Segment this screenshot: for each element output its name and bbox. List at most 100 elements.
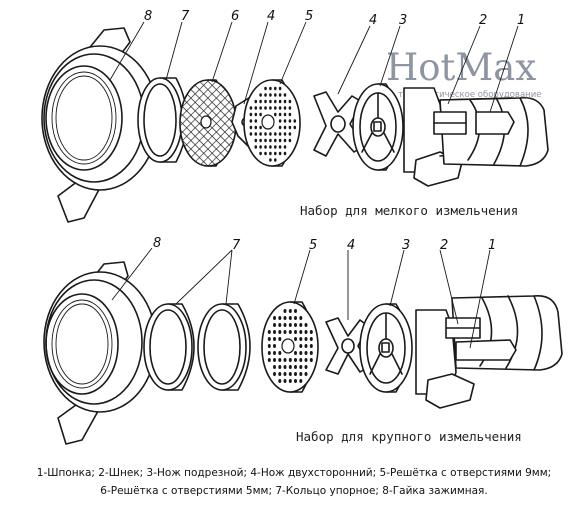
grate-hole bbox=[294, 379, 297, 383]
grate-hole bbox=[267, 330, 271, 334]
grate-hole bbox=[278, 316, 282, 320]
grate-hole bbox=[274, 106, 277, 110]
grate-hole bbox=[299, 316, 303, 320]
grate-hole bbox=[283, 125, 287, 130]
grate-hole bbox=[267, 358, 271, 362]
label-bottom-2: 7 bbox=[232, 238, 241, 253]
grate-hole bbox=[304, 344, 308, 348]
grate-hole bbox=[299, 323, 303, 327]
cutting-knife-top bbox=[352, 83, 404, 171]
grate-hole bbox=[274, 93, 277, 97]
grate-hole bbox=[294, 337, 297, 341]
grate-hole bbox=[278, 330, 282, 334]
grate-hole bbox=[264, 93, 267, 97]
grate-hole bbox=[278, 351, 282, 355]
grate-hole bbox=[294, 372, 297, 376]
grate-hole bbox=[269, 93, 272, 97]
label-bottom-7: 1 bbox=[488, 238, 496, 253]
grate-hole bbox=[274, 138, 277, 143]
grate-hole bbox=[274, 145, 277, 149]
grate-hole bbox=[278, 99, 282, 104]
grate-hole bbox=[274, 112, 277, 117]
grate-hole bbox=[274, 151, 277, 156]
grate-hole bbox=[254, 138, 258, 143]
grate-hole bbox=[283, 106, 287, 110]
grate-hole bbox=[288, 99, 292, 104]
grate-hole bbox=[267, 351, 271, 355]
grate-hole bbox=[273, 365, 276, 369]
grate-hole bbox=[254, 99, 258, 104]
grate-hole bbox=[294, 316, 297, 320]
grate-hole bbox=[294, 323, 297, 327]
label-top-8: 2 bbox=[479, 13, 487, 28]
grate-hole bbox=[283, 112, 287, 117]
fine-grate-top bbox=[179, 79, 237, 167]
grate-hole bbox=[288, 138, 292, 143]
legend-line-2: 6-Решётка с отверстиями 5мм; 7-Кольцо уп… bbox=[100, 485, 488, 497]
grate-hole bbox=[267, 344, 271, 348]
grate-hole bbox=[309, 330, 313, 334]
grate-hole bbox=[304, 365, 308, 369]
grate-hole bbox=[278, 379, 282, 383]
thrust-rings-bottom bbox=[143, 303, 251, 391]
grate-hole bbox=[264, 86, 267, 91]
grate-hole bbox=[299, 330, 303, 334]
clamping-nut-top bbox=[41, 27, 159, 223]
grate-hole bbox=[269, 138, 272, 143]
grate-hole bbox=[259, 112, 262, 117]
label-top-4: 4 bbox=[267, 9, 275, 24]
grate-hole bbox=[288, 112, 292, 117]
grate-hole bbox=[294, 309, 297, 313]
grate-hole bbox=[278, 358, 282, 362]
grate-hole bbox=[283, 358, 287, 362]
grate-hole bbox=[273, 358, 276, 362]
grate-hole bbox=[249, 112, 253, 117]
coarse-grate-bottom bbox=[261, 301, 319, 393]
grate-hole bbox=[274, 86, 277, 91]
label-top-2: 7 bbox=[181, 9, 190, 24]
grate-hole bbox=[283, 99, 287, 104]
grate-hole bbox=[288, 330, 292, 334]
grate-hole bbox=[278, 86, 282, 91]
grate-hole bbox=[288, 125, 292, 130]
grate-hole bbox=[273, 330, 276, 334]
grate-hole bbox=[278, 138, 282, 143]
grate-hole bbox=[283, 372, 287, 376]
grate-hole bbox=[273, 316, 276, 320]
grate-hole bbox=[269, 151, 272, 156]
grate-hole bbox=[264, 106, 267, 110]
label-bottom-1: 8 bbox=[153, 236, 161, 251]
grate-hole bbox=[273, 372, 276, 376]
grate-hole bbox=[269, 132, 272, 136]
top-labels: 8 7 6 4 5 4 3 2 1 bbox=[109, 9, 525, 113]
grate-holes bbox=[267, 309, 313, 383]
grate-hole bbox=[278, 365, 282, 369]
bottom-caption: Набор для крупного измельчения bbox=[296, 429, 522, 444]
watermark-logo: HotMax технологическое оборудование bbox=[386, 46, 541, 100]
cutting-knife-bottom bbox=[359, 303, 413, 393]
auger-screw-top bbox=[403, 87, 549, 187]
legend-line-1: 1-Шпонка; 2-Шнек; 3-Нож подрезной; 4-Нож… bbox=[36, 467, 552, 479]
label-bottom-6: 2 bbox=[440, 238, 448, 253]
grate-hole bbox=[278, 151, 282, 156]
grate-hole bbox=[288, 358, 292, 362]
grate-hole bbox=[283, 138, 287, 143]
grate-hole bbox=[278, 119, 282, 123]
grate-hole bbox=[288, 323, 292, 327]
grate-hole bbox=[299, 372, 303, 376]
grate-hole bbox=[304, 330, 308, 334]
grate-hole bbox=[273, 337, 276, 341]
grate-hole bbox=[283, 145, 287, 149]
grate-hole bbox=[283, 323, 287, 327]
grate-hole bbox=[299, 337, 303, 341]
label-top-1: 8 bbox=[144, 9, 152, 24]
grate-hole bbox=[259, 138, 262, 143]
grate-hole bbox=[259, 93, 262, 97]
parts-legend: 1-Шпонка; 2-Шнек; 3-Нож подрезной; 4-Нож… bbox=[0, 464, 588, 500]
grate-hole bbox=[249, 125, 253, 130]
bottom-labels: 8 7 5 4 3 2 1 bbox=[111, 236, 496, 349]
grate-hole bbox=[249, 106, 253, 110]
grate-hole bbox=[304, 351, 308, 355]
grate-hole bbox=[278, 125, 282, 130]
grate-hole bbox=[283, 119, 287, 123]
